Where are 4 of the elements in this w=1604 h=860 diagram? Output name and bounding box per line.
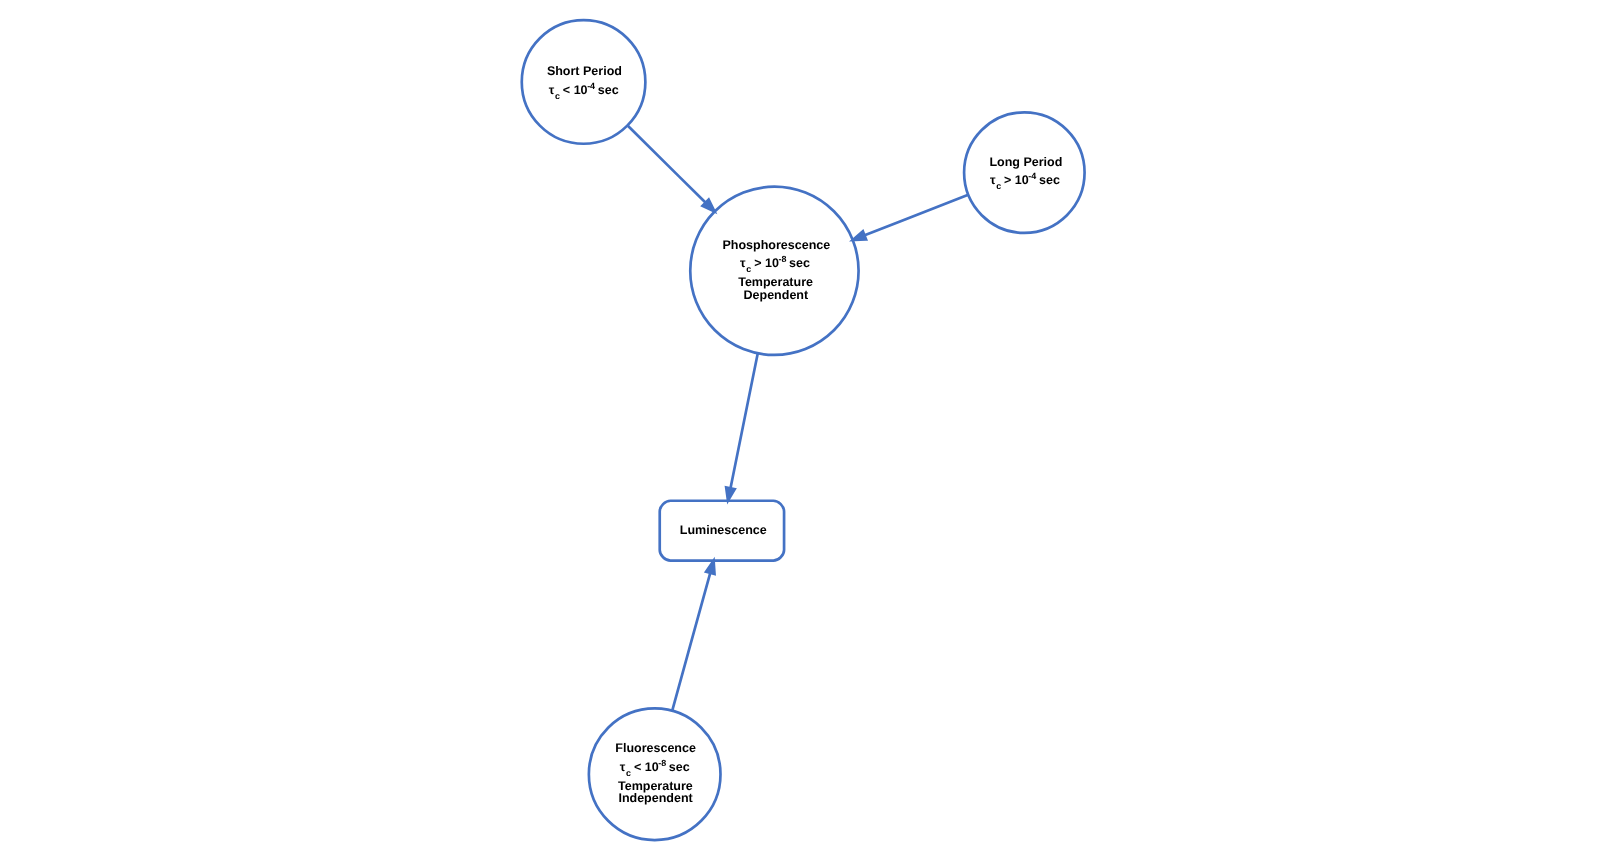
- arrow: [625, 124, 717, 215]
- arrow: [723, 353, 759, 505]
- arrow: [848, 193, 968, 242]
- arrow: [669, 556, 715, 711]
